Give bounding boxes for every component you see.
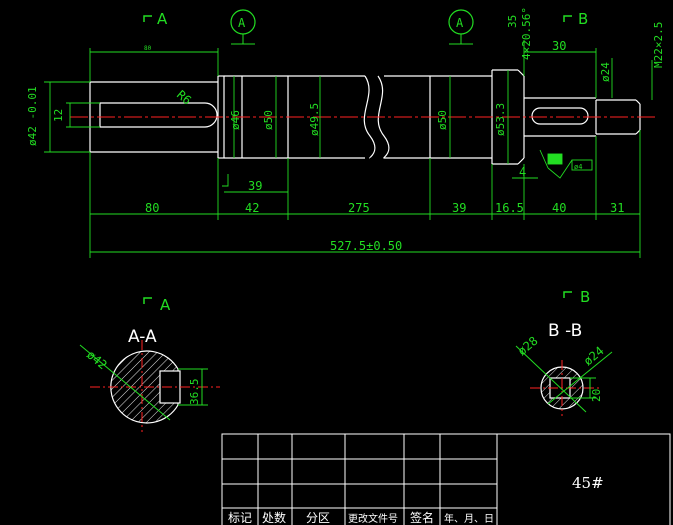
section-mark-b-top: B — [563, 10, 588, 28]
tb-header-5: 年、月、日 — [444, 512, 494, 525]
dim-42: 42 — [245, 201, 259, 215]
title-block — [221, 433, 671, 525]
dim-thread: M22×2.5 — [652, 22, 665, 68]
section-bb-dia28: ø28 — [515, 334, 541, 359]
datum-circle-right: A — [448, 9, 474, 45]
dim-total: 527.5±0.50 — [330, 239, 402, 253]
dim-40: 40 — [552, 201, 566, 215]
dim-keyway-top-label: 80 — [144, 45, 152, 52]
section-mark-a-bottom: A — [143, 296, 171, 314]
section-bb-20: 20 — [590, 389, 603, 402]
tb-header-2: 分区 — [306, 511, 330, 525]
dim-chamfer: 4×20.56° — [520, 7, 533, 60]
section-bb-view: ø28 ø24 20 — [515, 334, 613, 416]
dim-d24: ø24 — [599, 62, 612, 82]
dim-35: 35 — [506, 15, 519, 28]
section-mark-b-bottom-label: B — [580, 288, 590, 306]
section-mark-b-top-label: B — [578, 10, 588, 28]
section-title-aa: A-A — [128, 327, 157, 347]
dim-d49-5: ø49.5 — [308, 103, 321, 136]
dim-d46: ø46 — [229, 110, 242, 130]
dim-80: 80 — [145, 201, 159, 215]
dim-12: 12 — [52, 109, 65, 122]
dimension-lines — [44, 40, 653, 258]
tb-header-3: 更改文件号 — [348, 512, 398, 525]
datum-circle-right-label: A — [456, 16, 464, 30]
section-bb-dia24: ø24 — [581, 344, 607, 369]
dim-16-5: 16.5 — [495, 201, 524, 215]
dim-d50a: ø50 — [262, 110, 275, 130]
dim-275: 275 — [348, 201, 370, 215]
dim-4: 4 — [519, 165, 526, 179]
section-aa-depth: 36.5 — [188, 379, 201, 406]
dim-d50b: ø50 — [436, 110, 449, 130]
material-label: 45# — [572, 474, 604, 492]
dim-30: 30 — [552, 39, 566, 53]
dim-d42-tol: ø42 -0.01 — [26, 86, 39, 146]
dim-39: 39 — [452, 201, 466, 215]
tb-header-1: 处数 — [262, 510, 286, 525]
dim-31: 31 — [610, 201, 624, 215]
dim-d53-3: ø53.3 — [494, 103, 507, 136]
dim-39-upper: 39 — [248, 179, 262, 193]
datum-circle-left-label: A — [238, 16, 246, 30]
section-mark-a-top-label: A — [157, 10, 168, 28]
section-mark-a-top: A — [143, 10, 168, 28]
section-mark-b-bottom: B — [563, 288, 590, 306]
roughness-box-label: ø4 — [574, 163, 582, 171]
tb-header-0: 标记 — [228, 511, 252, 525]
dimension-texts: 80 80 42 275 39 16.5 40 31 39 30 4 527.5… — [26, 7, 665, 253]
section-mark-a-bottom-label: A — [160, 296, 171, 314]
tb-header-4: 签名 — [410, 510, 434, 525]
dim-r6: R6 — [174, 88, 194, 108]
title-block-headers: 标记 处数 分区 更改文件号 签名 年、月、日 — [228, 510, 494, 525]
section-title-bb: B -B — [548, 321, 582, 341]
datum-circle-left: A — [230, 9, 256, 45]
section-aa-view: ø42 36.5 — [79, 340, 220, 432]
